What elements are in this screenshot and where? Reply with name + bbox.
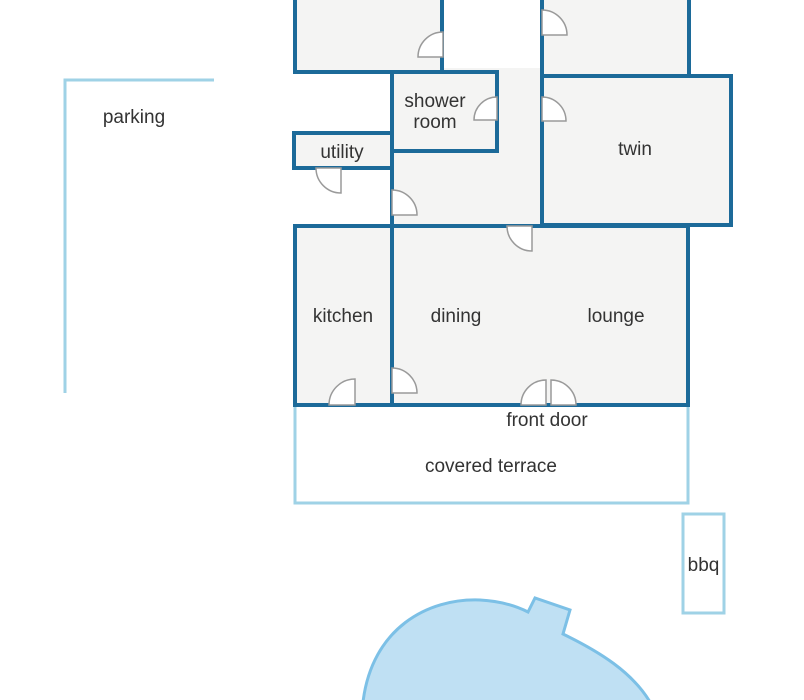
bedroom-top-left (293, 0, 444, 74)
front-door-double (520, 379, 577, 406)
door-bedroom-left (417, 31, 444, 58)
door-twin-room (541, 96, 567, 122)
twin-room (540, 74, 733, 227)
lounge-label: lounge (587, 306, 645, 327)
kitchen-label: kitchen (312, 306, 374, 327)
swimming-pool (361, 596, 651, 700)
covered-terrace-outline (293, 405, 690, 505)
bbq-outline (681, 512, 726, 615)
twin-label: twin (618, 139, 652, 160)
bedroom-top-right (540, 0, 691, 78)
door-kitchen-dining (391, 367, 418, 394)
dining-label: dining (430, 306, 482, 327)
door-shower-room (473, 96, 498, 121)
shower-room-label-line2: room (413, 112, 457, 133)
covered-terrace-label: covered terrace (424, 456, 557, 477)
kitchen-room (293, 224, 394, 407)
dining-lounge-room (390, 224, 690, 407)
front-door-label: front door (506, 410, 588, 431)
utility-label: utility (320, 142, 364, 163)
door-hall-to-lounge (506, 225, 533, 252)
utility-room (292, 131, 394, 170)
door-bedroom-right (541, 9, 568, 36)
parking-area-outline (63, 78, 214, 393)
door-hall-side (391, 189, 418, 216)
door-utility (315, 167, 342, 194)
parking-label: parking (102, 107, 166, 128)
bbq-label: bbq (687, 555, 720, 576)
door-kitchen-outside (328, 378, 356, 406)
shower-room-label-line1: shower (404, 91, 466, 112)
